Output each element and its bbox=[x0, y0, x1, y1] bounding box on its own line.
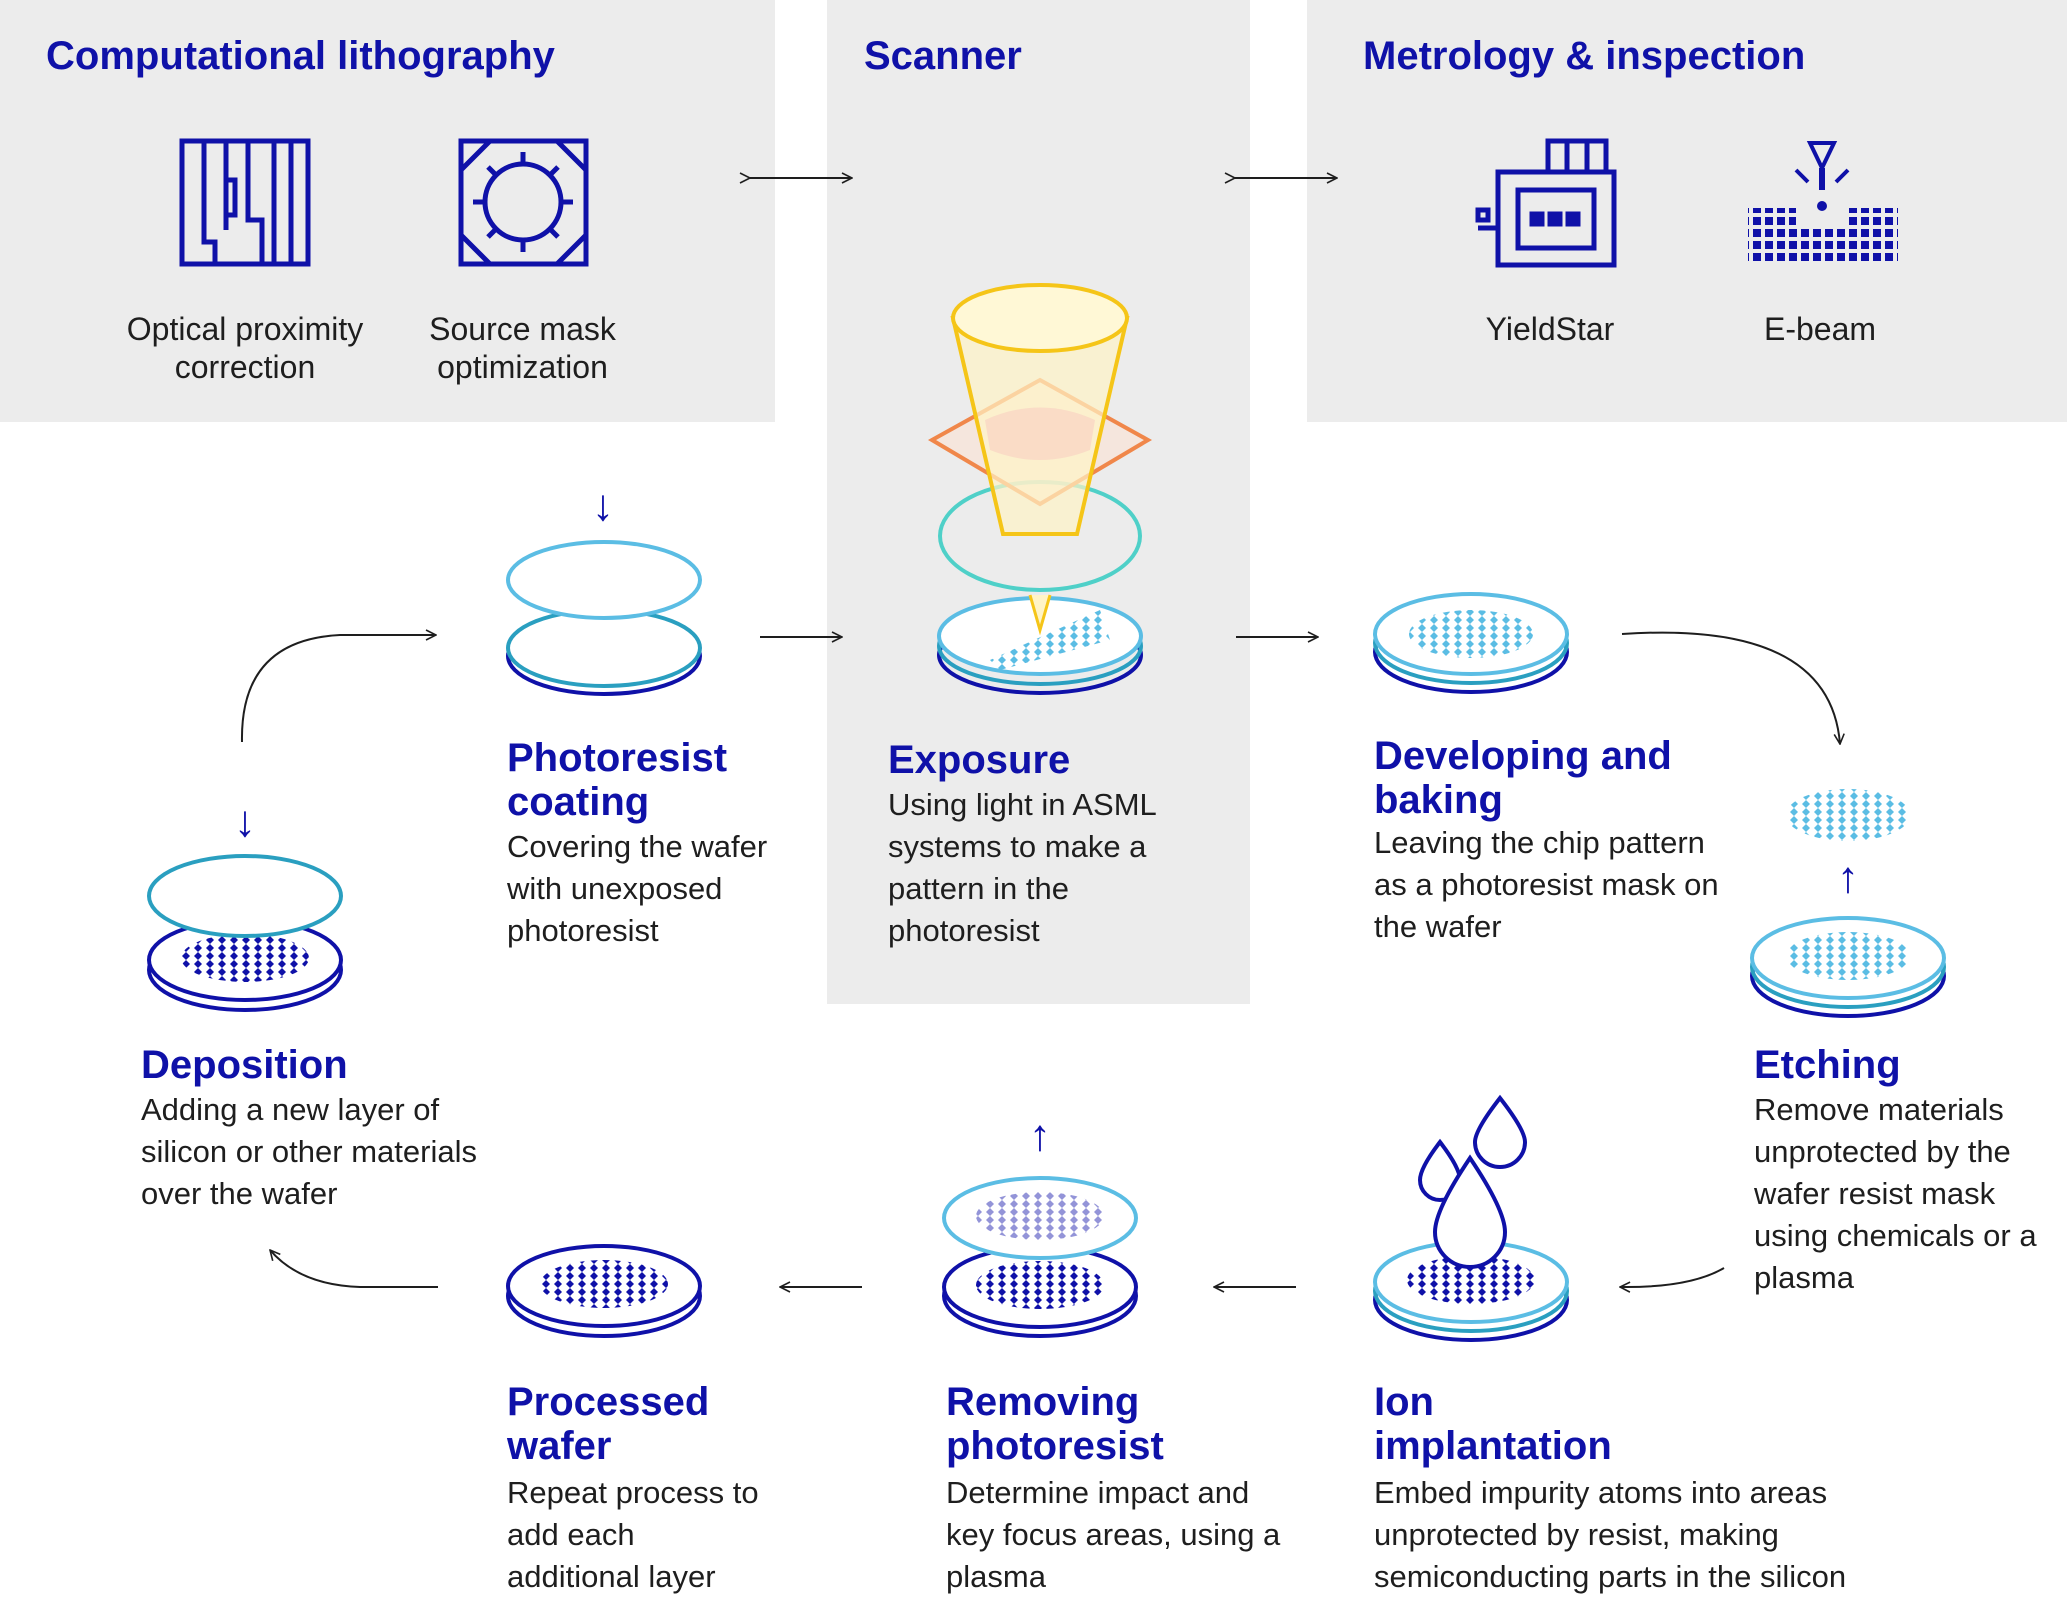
removing-graphic: ↑ bbox=[942, 1111, 1138, 1338]
processed-wafer-graphic bbox=[506, 1244, 702, 1338]
smo-icon bbox=[458, 138, 589, 267]
photoresist-graphic: ↓ bbox=[506, 481, 702, 696]
opc-icon bbox=[179, 138, 311, 267]
photoresist-title: Photoresist coating bbox=[507, 736, 728, 824]
removing-desc: Determine impact and key focus areas, us… bbox=[946, 1475, 1281, 1594]
processed-title: Processed wafer bbox=[507, 1380, 710, 1468]
exposure-title: Exposure bbox=[888, 738, 1071, 782]
arrow-deposition-to-photoresist bbox=[240, 635, 436, 743]
svg-text:↑: ↑ bbox=[1029, 1111, 1051, 1160]
deposition-graphic: ↓ bbox=[147, 797, 343, 1012]
etching-desc: Remove materials unprotected by the wafe… bbox=[1754, 1092, 2037, 1295]
processed-desc: Repeat process to add each additional la… bbox=[507, 1475, 759, 1594]
metrology-title: Metrology & inspection bbox=[1363, 34, 1806, 78]
svg-text:↑: ↑ bbox=[1837, 853, 1859, 902]
e-beam-label: E-beam bbox=[1763, 311, 1877, 347]
removing-title: Removing photoresist bbox=[946, 1380, 1164, 1468]
svg-text:↓: ↓ bbox=[592, 481, 614, 530]
arrow-developing-to-etching bbox=[1621, 631, 1840, 744]
e-beam-icon bbox=[1748, 141, 1898, 264]
computational-lithography-panel bbox=[0, 0, 775, 422]
scanner-title: Scanner bbox=[864, 34, 1022, 78]
deposition-desc: Adding a new layer of silicon or other m… bbox=[141, 1092, 477, 1211]
ion-desc: Embed impurity atoms into areas unprotec… bbox=[1374, 1475, 1847, 1594]
computational-lithography-title: Computational lithography bbox=[46, 34, 555, 78]
developing-title: Developing and baking bbox=[1374, 734, 1672, 822]
smo-label: Source mask optimization bbox=[429, 311, 616, 385]
etching-graphic: ↑ bbox=[1750, 789, 1946, 1018]
arrow-processed-to-deposition bbox=[270, 1250, 438, 1288]
yieldstar-icon bbox=[1475, 138, 1617, 268]
exposure-desc: Using light in ASML systems to make a pa… bbox=[888, 787, 1156, 948]
etching-title: Etching bbox=[1754, 1043, 1901, 1087]
flow-arrows bbox=[240, 631, 1840, 1288]
photoresist-desc: Covering the wafer with unexposed photor… bbox=[507, 829, 768, 948]
ion-implantation-graphic bbox=[1373, 1094, 1569, 1342]
exposure-graphic bbox=[927, 283, 1153, 695]
ion-title: Ion implantation bbox=[1374, 1380, 1612, 1468]
deposition-title: Deposition bbox=[141, 1043, 348, 1087]
developing-graphic bbox=[1373, 592, 1569, 694]
developing-desc: Leaving the chip pattern as a photoresis… bbox=[1374, 825, 1719, 944]
opc-label: Optical proximity correction bbox=[126, 311, 364, 385]
svg-text:↓: ↓ bbox=[234, 797, 256, 846]
metrology-panel bbox=[1307, 0, 2067, 422]
arrow-etching-to-ion bbox=[1620, 1267, 1725, 1287]
yieldstar-label: YieldStar bbox=[1485, 311, 1615, 347]
